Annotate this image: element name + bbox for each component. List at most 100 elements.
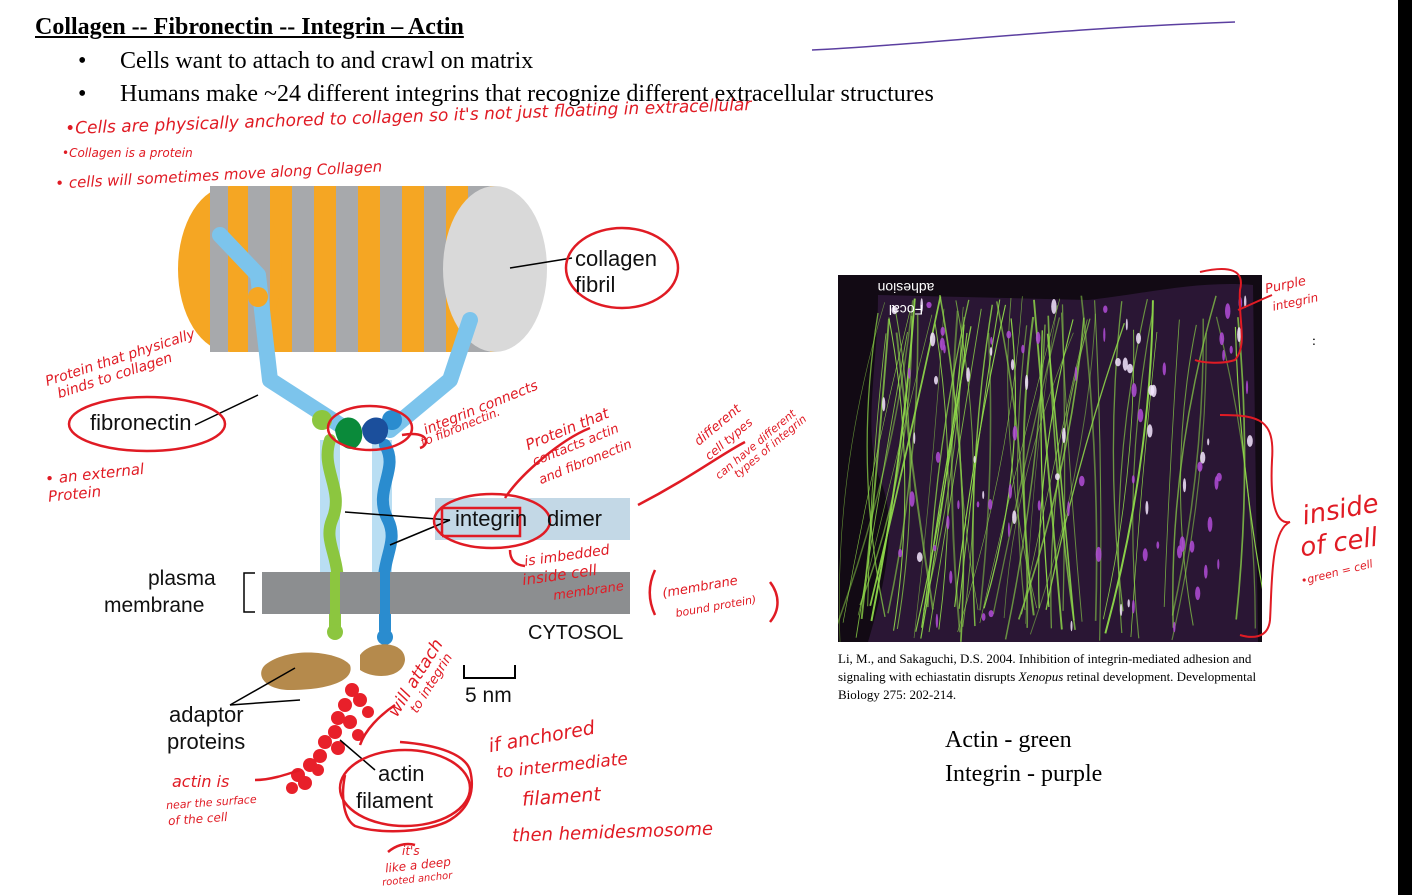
actin-fiber bbox=[957, 296, 1023, 633]
actin-fiber bbox=[1016, 325, 1028, 611]
integrin-spot bbox=[1103, 327, 1106, 342]
integrin-spot bbox=[1148, 384, 1155, 396]
legend-integrin: Integrin - purple bbox=[945, 761, 1103, 787]
actin-fiber bbox=[1102, 329, 1135, 620]
caption-species: Xenopus bbox=[1018, 669, 1064, 684]
integrin-spot bbox=[1012, 425, 1018, 441]
bullet-text: Cells want to attach to and crawl on mat… bbox=[120, 48, 534, 74]
actin-fiber bbox=[928, 308, 982, 633]
label-adaptor: adaptor bbox=[169, 702, 244, 727]
integrin-spot bbox=[1035, 331, 1041, 345]
bullet-text: Humans make ~24 different integrins that… bbox=[120, 81, 934, 107]
actin-fiber bbox=[838, 300, 914, 625]
actin-fiber bbox=[979, 332, 992, 611]
actin-fiber bbox=[995, 301, 1029, 628]
integrin-spot bbox=[908, 367, 911, 379]
integrin-spot bbox=[1131, 383, 1137, 398]
integrin-spot bbox=[1062, 427, 1066, 443]
caption-text-before: Li, M., and Sakaguchi, D.S. 2004. Inhibi… bbox=[838, 651, 1252, 684]
integrin-spot bbox=[1007, 522, 1010, 538]
figure-caption: Li, M., and Sakaguchi, D.S. 2004. Inhibi… bbox=[838, 650, 1278, 704]
bullet-item: •Cells want to attach to and crawl on ma… bbox=[78, 48, 533, 75]
integrin-spot bbox=[1010, 359, 1015, 371]
focal-adhesion-label-line1: Focal bbox=[888, 302, 924, 318]
integrin-spot bbox=[1204, 564, 1208, 579]
purple-pen-stroke bbox=[811, 21, 1236, 51]
integrin-spot bbox=[929, 332, 936, 347]
integrin-spot bbox=[1067, 501, 1070, 517]
integrin-spot bbox=[935, 613, 939, 628]
integrin-spot bbox=[1055, 473, 1060, 481]
actin-fiber bbox=[1060, 312, 1083, 622]
dimer-box bbox=[435, 498, 630, 540]
actin-fiber bbox=[939, 294, 965, 642]
integrin-spot bbox=[1006, 330, 1012, 339]
integrin-spot bbox=[957, 500, 960, 510]
label-fibronectin: fibronectin bbox=[90, 410, 192, 435]
integrin-spot bbox=[981, 613, 986, 621]
integrin-spot bbox=[916, 552, 923, 563]
integrin-spot bbox=[926, 301, 932, 309]
integrin-spot bbox=[1079, 475, 1085, 487]
integrin-spot bbox=[920, 298, 923, 313]
integrin-spot bbox=[949, 570, 953, 584]
integrin-spot bbox=[1173, 621, 1176, 633]
actin-fiber bbox=[866, 312, 886, 617]
integrin-spot bbox=[1127, 599, 1130, 608]
integrin-spot bbox=[1070, 620, 1073, 632]
integrin-spot bbox=[1207, 516, 1213, 532]
integrin-spot bbox=[976, 501, 980, 508]
integrin-spot bbox=[988, 610, 994, 618]
actin-fiber bbox=[1172, 295, 1217, 628]
focal-adhesion-label: Focal adhesion bbox=[846, 277, 966, 321]
integrin-spot bbox=[1244, 295, 1247, 308]
actin-fiber bbox=[859, 315, 913, 606]
integrin-spot bbox=[1119, 603, 1123, 616]
actin-fiber bbox=[1094, 300, 1102, 641]
actin-fiber bbox=[921, 326, 972, 628]
annotation-actin-near-1: actin is bbox=[172, 772, 230, 791]
label-cytosol: CYTOSOL bbox=[528, 622, 624, 644]
integrin-spot bbox=[966, 367, 970, 382]
integrin-spot bbox=[1131, 475, 1135, 484]
integrin-spot bbox=[1156, 541, 1160, 549]
integrin-spot bbox=[1200, 451, 1206, 464]
integrin-spot bbox=[1229, 345, 1233, 354]
integrin-spot bbox=[933, 545, 937, 552]
right-edge-bar bbox=[1398, 0, 1412, 895]
integrin-spot bbox=[989, 347, 993, 356]
annotation-deep-anchor-1: it's bbox=[402, 844, 420, 858]
integrin-spot bbox=[909, 491, 915, 507]
integrin-spot bbox=[935, 451, 941, 463]
actin-fiber bbox=[983, 318, 1017, 609]
label-fibril: fibril bbox=[575, 272, 616, 297]
integrin-spot bbox=[1217, 559, 1220, 570]
integrin-spot bbox=[1189, 540, 1195, 553]
integrin-spot bbox=[913, 432, 916, 444]
integrin-spot bbox=[1147, 424, 1153, 438]
integrin-spot bbox=[1012, 510, 1017, 524]
actin-fiber bbox=[887, 314, 919, 614]
actin-fiber bbox=[1029, 313, 1096, 635]
label-membrane: membrane bbox=[104, 594, 205, 617]
label-integrin: integrin bbox=[455, 506, 528, 531]
actin-fiber bbox=[1130, 331, 1158, 637]
integrin-spot bbox=[1142, 548, 1148, 562]
actin-fiber bbox=[895, 332, 934, 610]
integrin-spot bbox=[1197, 461, 1203, 472]
actin-fiber bbox=[958, 299, 1001, 609]
actin-fiber bbox=[1003, 332, 1074, 619]
label-actin: actin bbox=[378, 761, 425, 786]
integrin-spot bbox=[946, 515, 950, 530]
actin-fiber bbox=[1234, 326, 1262, 590]
actin-fiber bbox=[857, 314, 933, 616]
integrin-spot bbox=[1021, 344, 1025, 354]
focal-adhesion-micrograph: Focal adhesion bbox=[838, 275, 1262, 642]
red-ink-marks bbox=[67, 226, 779, 853]
actin-fiber bbox=[934, 323, 949, 630]
integrin-spot bbox=[1245, 380, 1249, 395]
stray-mark: : bbox=[1312, 334, 1316, 349]
integrin-spot bbox=[891, 305, 898, 315]
integrin-spot bbox=[1195, 586, 1201, 601]
integrin-spot bbox=[1179, 536, 1186, 552]
